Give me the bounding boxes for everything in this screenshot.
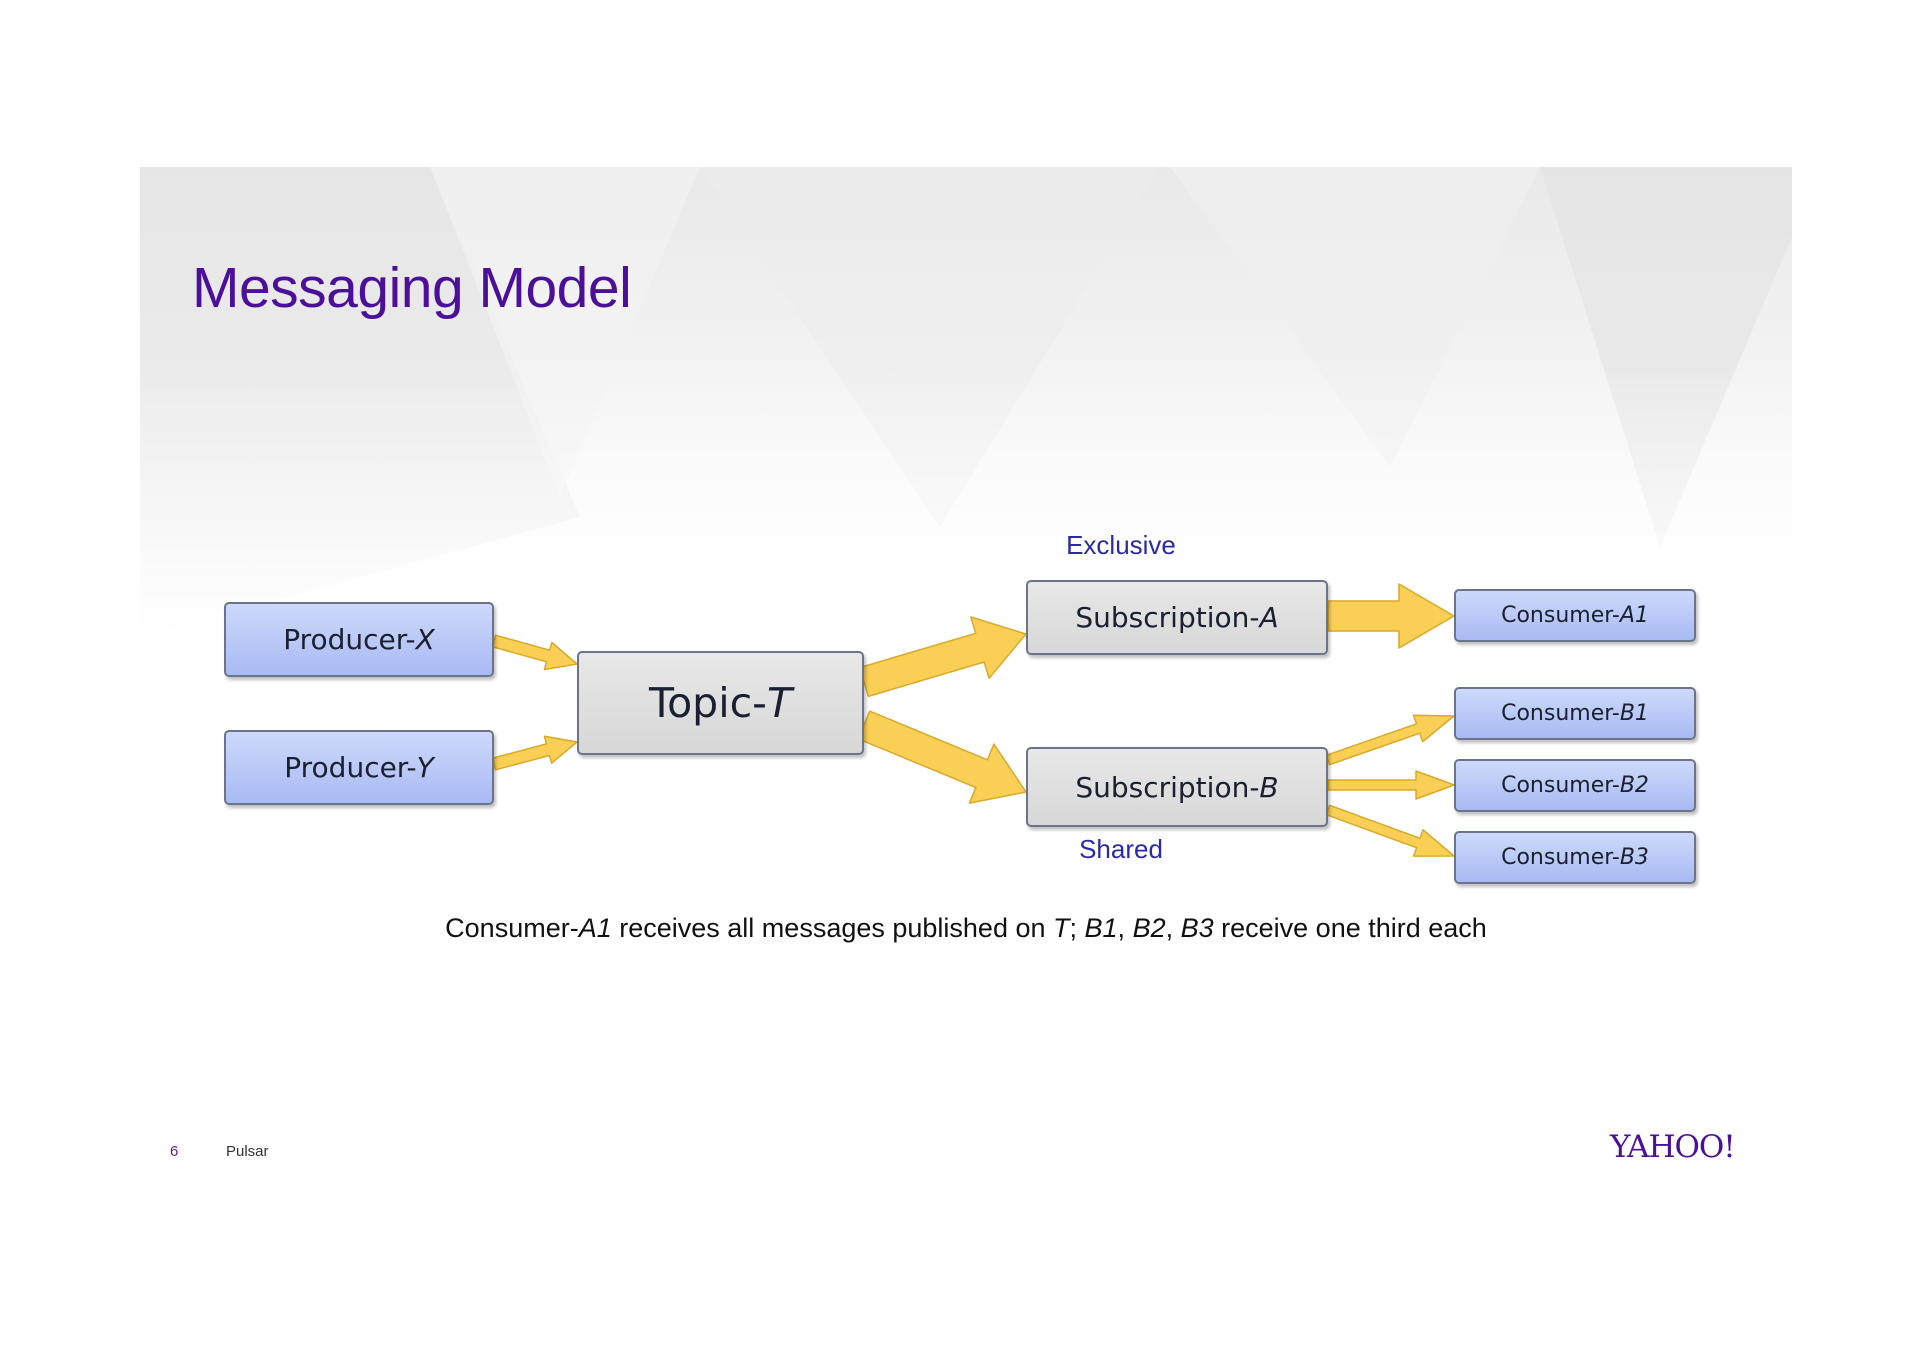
arrow-subscription-b-to-consumer-b2: [1327, 770, 1455, 800]
arrow-subscription-b-to-consumer-b1: [1325, 714, 1455, 766]
topic-box: Topic-T: [577, 651, 864, 755]
arrow-producer-x-to-topic: [491, 634, 578, 671]
arrow-layer: [491, 583, 1455, 857]
caption-italic: B1: [1084, 913, 1118, 943]
consumer-b2-prefix: Consumer-: [1501, 773, 1620, 798]
consumer-b3-box: Consumer-B3: [1454, 831, 1696, 884]
topic-prefix: Topic-: [649, 679, 767, 727]
subscription-b-suffix: B: [1259, 770, 1279, 804]
caption-part: ,: [1117, 913, 1133, 943]
consumer-a1-box: Consumer-A1: [1454, 589, 1696, 642]
background-pattern: [140, 167, 1792, 637]
consumer-b2-box: Consumer-B2: [1454, 759, 1696, 812]
consumer-b1-prefix: Consumer-: [1501, 701, 1620, 726]
caption: Consumer-A1 receives all messages publis…: [140, 913, 1792, 944]
caption-italic: A1: [578, 913, 612, 943]
caption-italic: B3: [1180, 913, 1214, 943]
arrow-subscription-b-to-consumer-b3: [1325, 804, 1455, 857]
subscription-a-suffix: A: [1259, 601, 1279, 634]
subscription-a-box: Subscription-A: [1026, 580, 1328, 655]
caption-part: ,: [1165, 913, 1181, 943]
consumer-a1-prefix: Consumer-: [1501, 603, 1620, 628]
caption-part: receive one third each: [1213, 913, 1487, 943]
slide-title: Messaging Model: [192, 256, 632, 320]
arrow-topic-to-subscription-a: [858, 616, 1027, 698]
producer-x-box: Producer-X: [224, 602, 494, 677]
caption-part: ;: [1069, 913, 1085, 943]
page-number: 6: [170, 1143, 179, 1160]
caption-part: Consumer-: [445, 913, 579, 943]
caption-part: receives all messages published on: [611, 913, 1053, 943]
footer-text: Pulsar: [226, 1143, 269, 1160]
subscription-b-box: Subscription-B: [1026, 747, 1328, 827]
subscription-a-prefix: Subscription-: [1075, 601, 1260, 634]
arrow-subscription-a-to-consumer-a1: [1327, 583, 1455, 649]
producer-y-prefix: Producer-: [284, 751, 417, 784]
producer-x-suffix: X: [415, 623, 435, 656]
messaging-diagram: Exclusive Shared Producer-X Producer-Y T…: [140, 167, 1792, 1170]
slide: Messaging Model Exclusive Shared Produce…: [140, 167, 1792, 1170]
topic-suffix: T: [766, 679, 792, 727]
consumer-b2-suffix: B2: [1619, 773, 1649, 798]
arrow-producer-y-to-topic: [491, 735, 578, 771]
arrows: [491, 583, 1455, 857]
caption-italic: T: [1053, 913, 1070, 943]
subscription-b-prefix: Subscription-: [1075, 770, 1260, 804]
consumer-b1-box: Consumer-B1: [1454, 687, 1696, 740]
consumer-b3-prefix: Consumer-: [1501, 845, 1620, 870]
consumer-a1-suffix: A1: [1619, 603, 1649, 628]
mode-label-shared: Shared: [1079, 834, 1163, 864]
producer-y-suffix: Y: [416, 751, 434, 784]
consumer-b1-suffix: B1: [1619, 701, 1649, 726]
mode-label-exclusive: Exclusive: [1066, 530, 1176, 560]
caption-italic: B2: [1132, 913, 1166, 943]
producer-y-box: Producer-Y: [224, 730, 494, 805]
producer-x-prefix: Producer-: [283, 623, 416, 656]
yahoo-logo: YAHOO!: [1610, 1129, 1736, 1165]
consumer-b3-suffix: B3: [1619, 845, 1649, 870]
arrow-topic-to-subscription-b: [857, 710, 1027, 804]
